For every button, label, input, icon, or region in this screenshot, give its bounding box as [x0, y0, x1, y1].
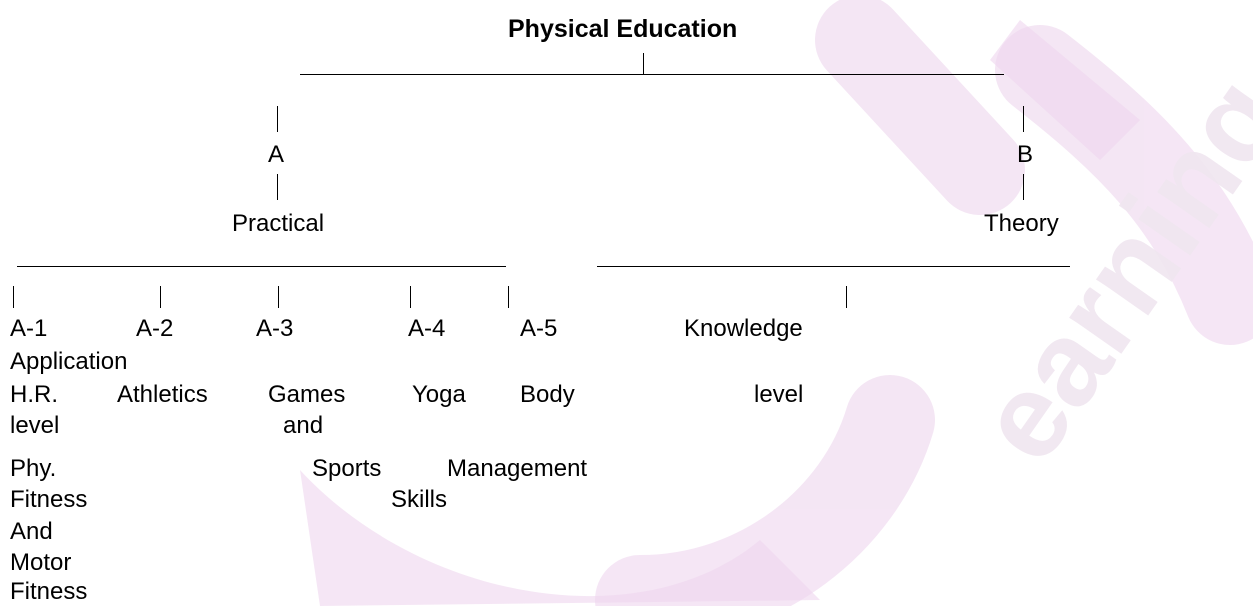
text-games: Games [268, 381, 346, 408]
branch-a-label: Practical [232, 210, 325, 237]
practical-tick-a2 [160, 286, 161, 308]
text-yoga: Yoga [412, 381, 466, 408]
text-management: Management [447, 455, 588, 482]
practical-tick-a3 [278, 286, 279, 308]
code-a5: A-5 [520, 315, 558, 342]
practical-connector-line [17, 266, 506, 267]
code-a4: A-4 [408, 315, 446, 342]
text-phy: Phy. [10, 455, 57, 482]
branch-a-letter: A [268, 141, 285, 168]
practical-tick-a1 [13, 286, 14, 308]
text-sports: Sports [312, 455, 382, 482]
code-a2: A-2 [136, 315, 174, 342]
top-center-tick [643, 53, 644, 75]
svg-text:earning App: earning App [952, 0, 1253, 485]
text-and-upper: And [10, 518, 53, 545]
branch-b-label: Theory [984, 210, 1059, 237]
top-connector-line [300, 74, 1004, 75]
text-hr: H.R. [10, 381, 58, 408]
practical-tick-a4 [410, 286, 411, 308]
branch-b-tick-lower [1023, 174, 1024, 200]
code-a1: A-1 [10, 315, 48, 342]
text-and-lower: and [283, 412, 324, 439]
text-fitness-1: Fitness [10, 486, 88, 513]
text-level-right: level [754, 381, 804, 408]
text-fitness-2: Fitness [10, 578, 88, 605]
theory-tick [846, 286, 847, 308]
branch-a-tick-upper [277, 106, 278, 132]
branch-b-tick-upper [1023, 106, 1024, 132]
text-motor: Motor [10, 549, 72, 576]
practical-tick-a5 [508, 286, 509, 308]
code-a3: A-3 [256, 315, 294, 342]
branch-a-tick-lower [277, 174, 278, 200]
text-level-left: level [10, 412, 60, 439]
text-body: Body [520, 381, 575, 408]
diagram-title: Physical Education [508, 15, 738, 43]
theory-connector-line [597, 266, 1070, 267]
text-skills: Skills [391, 486, 448, 513]
text-application: Application [10, 348, 128, 375]
branch-b-letter: B [1017, 141, 1034, 168]
knowledge-label: Knowledge [684, 315, 803, 342]
text-athletics: Athletics [117, 381, 208, 408]
